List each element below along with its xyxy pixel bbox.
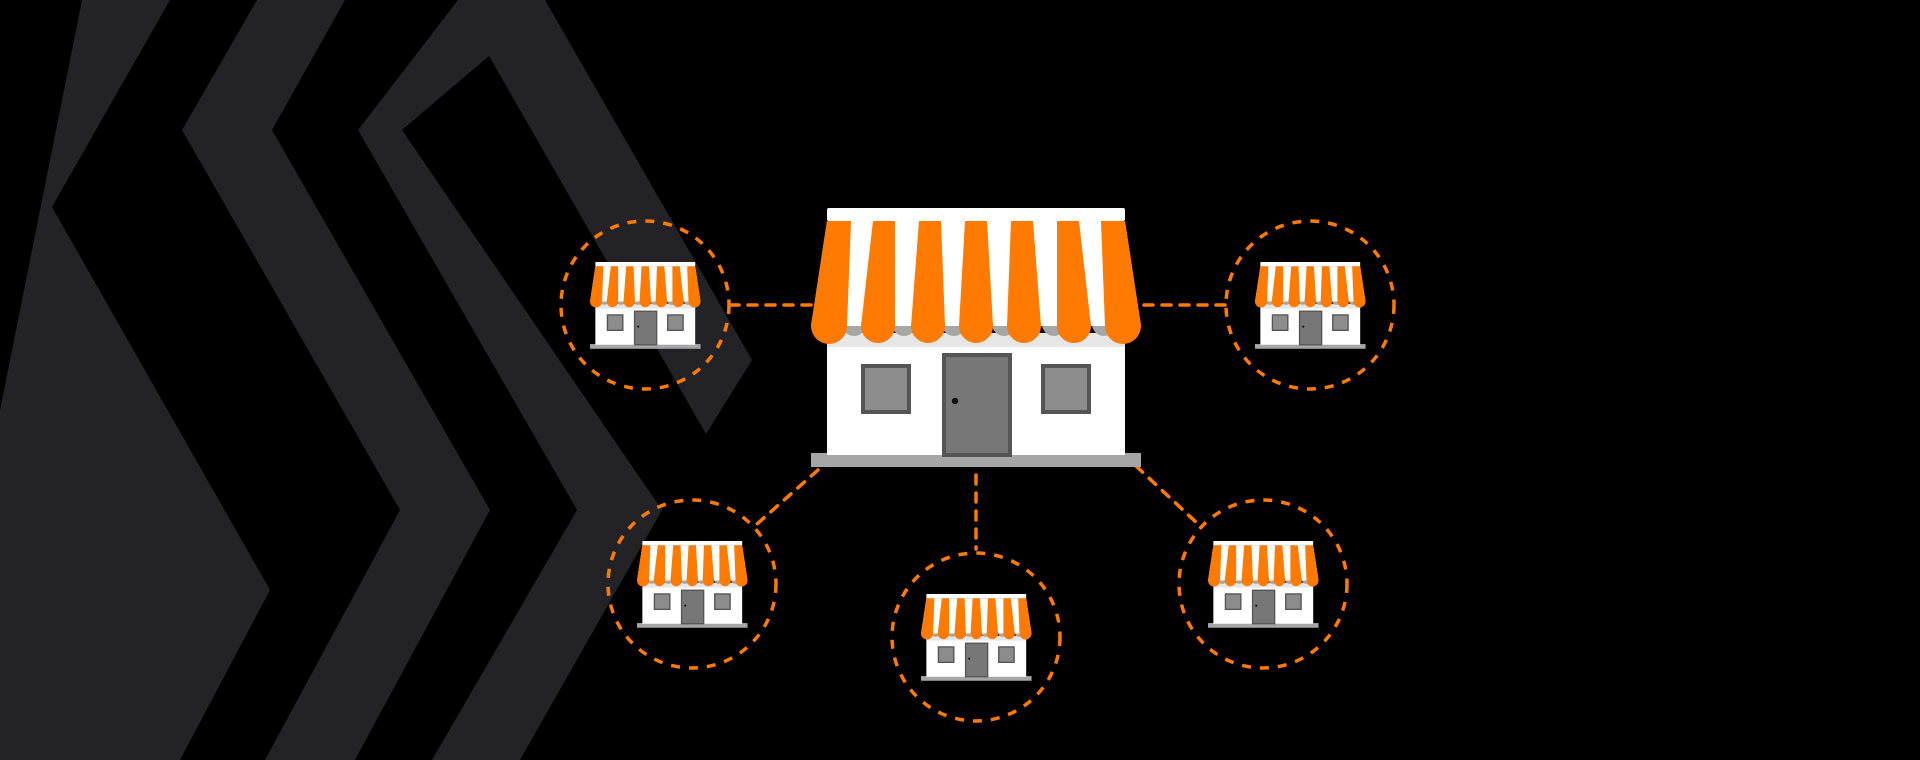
chevron-stripe-3 xyxy=(182,0,490,760)
storefront-icon xyxy=(636,540,749,629)
ring-top-right xyxy=(1224,219,1396,391)
ring-bottom-right xyxy=(1177,498,1349,670)
chevron-pattern xyxy=(0,0,752,760)
ring-bottom-center xyxy=(890,551,1062,723)
connectors xyxy=(728,303,1227,551)
chevron-stripe-5 xyxy=(0,420,95,660)
storefront-icon xyxy=(1207,540,1320,629)
chevron-stripe-6 xyxy=(0,720,10,756)
ring-top-left xyxy=(559,219,731,391)
storefront-icon xyxy=(809,206,1143,469)
branch-rings xyxy=(559,219,1396,723)
storefront-icon xyxy=(1254,261,1367,350)
connector-bottom-left xyxy=(755,468,820,526)
ring-bottom-left xyxy=(606,498,778,670)
storefront-icon xyxy=(589,261,702,350)
connector-bottom-right xyxy=(1134,464,1200,526)
chevron-stripe-4 xyxy=(358,0,752,760)
storefront-icon xyxy=(920,593,1033,682)
